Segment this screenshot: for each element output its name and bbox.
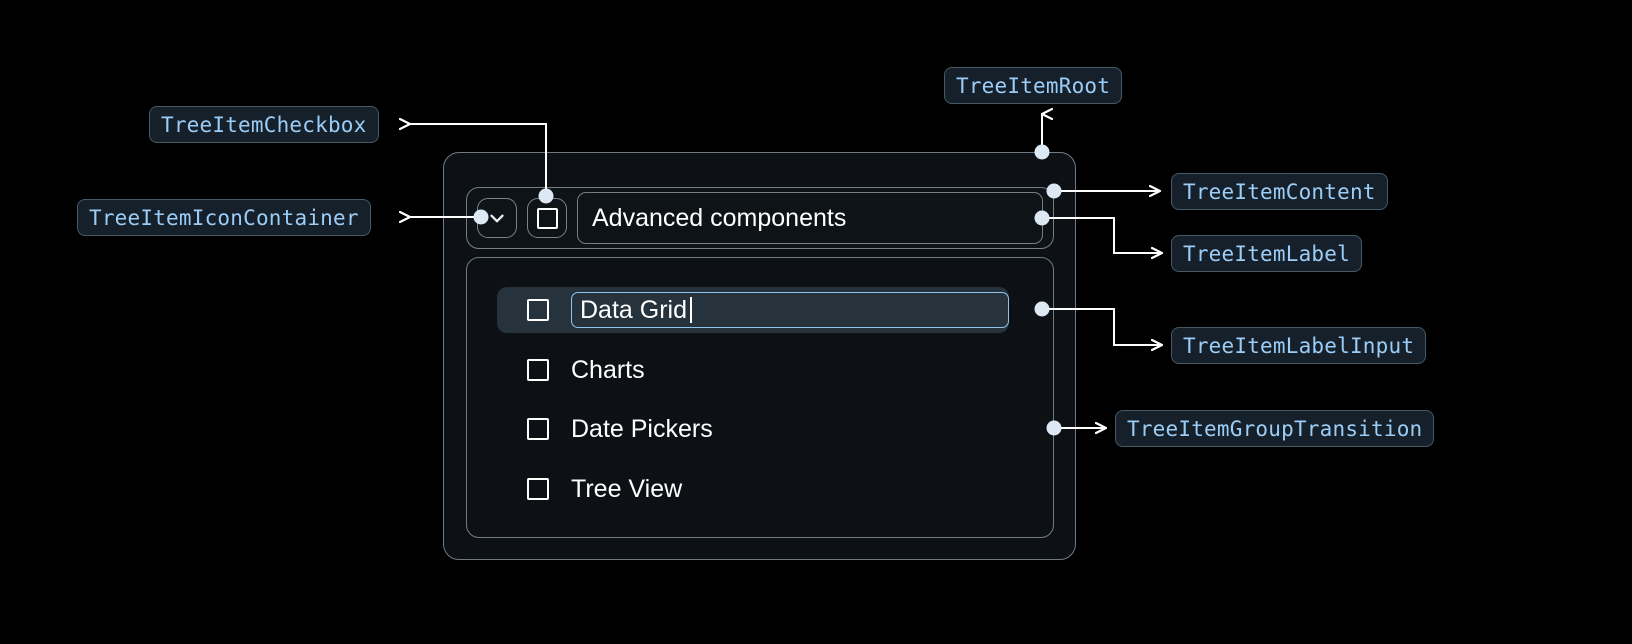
tree-row-label: Date Pickers (571, 414, 713, 443)
chevron-down-icon (490, 214, 504, 223)
annotation-text: TreeItemCheckbox (161, 112, 367, 137)
tree-item-checkbox[interactable] (527, 198, 567, 238)
tree-item-label-input-value: Data Grid (580, 295, 687, 324)
annotation-text: TreeItemGroupTransition (1127, 416, 1423, 441)
tree-row-checkbox[interactable] (527, 359, 549, 381)
text-caret (689, 297, 692, 323)
tree-row-date-pickers[interactable]: Date Pickers (497, 406, 1009, 452)
annotation-tree-item-checkbox: TreeItemCheckbox (149, 106, 379, 143)
tree-row-data-grid[interactable]: Data Grid (497, 287, 1009, 333)
tree-row-tree-view[interactable]: Tree View (497, 466, 1009, 512)
annotation-text: TreeItemIconContainer (89, 205, 359, 230)
tree-item-label-input[interactable]: Data Grid (571, 292, 1009, 328)
annotation-text: TreeItemContent (1183, 179, 1376, 204)
tree-item-label[interactable]: Advanced components (577, 192, 1043, 244)
tree-row-checkbox[interactable] (527, 478, 549, 500)
tree-row-checkbox[interactable] (527, 299, 549, 321)
checkbox-box (536, 207, 558, 229)
annotation-text: TreeItemLabel (1183, 241, 1350, 266)
annotation-tree-item-label-input: TreeItemLabelInput (1171, 327, 1427, 364)
annotation-text: TreeItemLabelInput (1183, 333, 1415, 358)
tree-row-checkbox[interactable] (527, 418, 549, 440)
annotation-tree-item-icon-container: TreeItemIconContainer (77, 199, 371, 236)
tree-item-group-transition: Data Grid Charts Date Pickers Tree View (466, 257, 1054, 538)
annotation-tree-item-root: TreeItemRoot (944, 67, 1123, 104)
annotation-tree-item-group-transition: TreeItemGroupTransition (1115, 410, 1435, 447)
annotation-text: TreeItemRoot (956, 73, 1111, 98)
tree-row-label: Tree View (571, 474, 683, 503)
tree-item-content[interactable]: Advanced components (466, 187, 1054, 249)
tree-row-charts[interactable]: Charts (497, 347, 1009, 393)
tree-item-icon-container[interactable] (477, 198, 517, 238)
tree-row-label: Charts (571, 355, 645, 384)
annotation-tree-item-content: TreeItemContent (1171, 173, 1388, 210)
tree-item-label-text: Advanced components (592, 203, 847, 232)
annotation-tree-item-label: TreeItemLabel (1171, 235, 1362, 272)
